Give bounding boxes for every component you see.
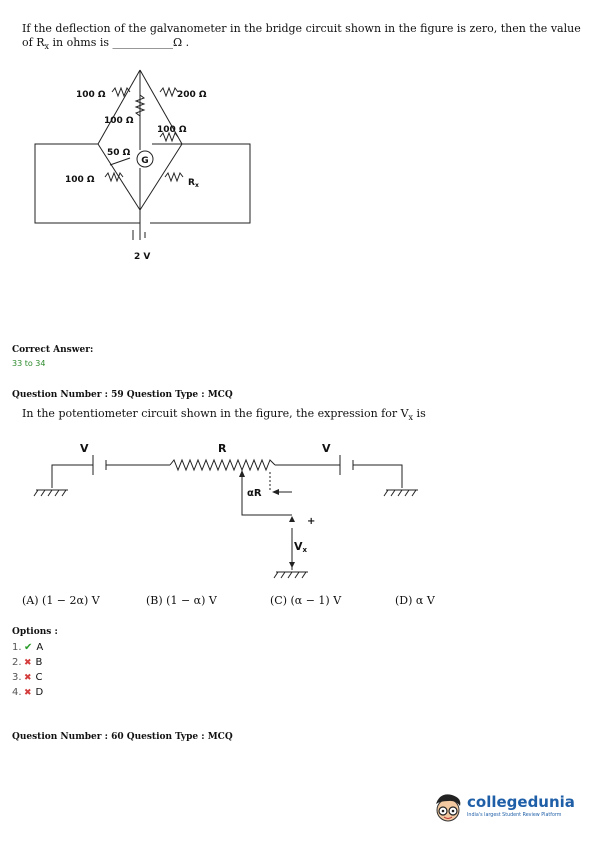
- cross-icon: ✖: [24, 657, 32, 668]
- resistor-label-top-right: 200 Ω: [177, 90, 207, 100]
- correct-answer-value: 33 to 34: [12, 359, 46, 368]
- option-3-letter: C: [35, 672, 43, 683]
- resistor-label-middle: 100 Ω: [157, 125, 187, 135]
- brand-tagline: India's largest Student Review Platform: [467, 813, 562, 818]
- correct-answer-label: Correct Answer:: [12, 345, 94, 355]
- options-list: 1.✔A 2.✖B 3.✖C 4.✖D: [12, 640, 43, 700]
- voltage-label-right: V: [322, 442, 331, 455]
- collegedunia-logo[interactable]: collegedunia India's largest Student Rev…: [430, 790, 580, 830]
- question-58-line1: If the deflection of the galvanometer in…: [22, 22, 581, 35]
- cross-icon: ✖: [24, 687, 32, 698]
- option-2-letter: B: [35, 657, 43, 668]
- cross-icon: ✖: [24, 672, 32, 683]
- alpha-r-arrow: [272, 489, 279, 495]
- option-1-number: 1.: [12, 642, 22, 653]
- vx-subscript: x: [408, 413, 414, 423]
- rx-sub: x: [195, 182, 199, 189]
- battery-label: 2 V: [134, 252, 150, 262]
- answer-blank: ___________: [112, 36, 174, 49]
- option-1-letter: A: [36, 642, 44, 653]
- potentiometer-resistor: [169, 458, 276, 472]
- question-58-text: If the deflection of the galvanometer in…: [22, 22, 582, 54]
- resistor-label-galvanometer: 50 Ω: [107, 148, 131, 158]
- choice-a: (A) (1 − 2α) V: [22, 594, 100, 607]
- choice-d: (D) α V: [395, 594, 435, 607]
- choice-b: (B) (1 − α) V: [146, 594, 217, 607]
- ground-vx: [273, 571, 308, 579]
- resistor-label-r: R: [218, 442, 227, 455]
- question-58-line2-pre: of R: [22, 36, 45, 49]
- galvanometer-label: G: [141, 156, 148, 166]
- rx-letter: R: [188, 178, 195, 188]
- vx-letter: V: [294, 540, 303, 553]
- option-3[interactable]: 3.✖C: [12, 670, 43, 685]
- option-4-letter: D: [35, 687, 44, 698]
- alpha-r-label: αR: [247, 488, 262, 499]
- option-3-number: 3.: [12, 672, 22, 683]
- answer-unit: Ω .: [173, 36, 190, 49]
- voltage-label-left: V: [80, 442, 89, 455]
- option-2-number: 2.: [12, 657, 22, 668]
- brand-name: collegedunia: [467, 793, 575, 811]
- choice-c: (C) (α − 1) V: [270, 594, 342, 607]
- question-60-header: Question Number : 60 Question Type : MCQ: [12, 732, 233, 742]
- question-58-line2-post: in ohms is: [49, 36, 113, 49]
- check-icon: ✔: [24, 642, 33, 653]
- mascot-icon: [436, 794, 461, 822]
- question-59-text-pre: In the potentiometer circuit shown in th…: [22, 407, 409, 420]
- wiper-arrow: [239, 470, 245, 477]
- question-59-header: Question Number : 59 Question Type : MCQ: [12, 390, 233, 400]
- resistor-label-top-left: 100 Ω: [76, 90, 106, 100]
- options-label: Options :: [12, 627, 58, 637]
- resistor-label-bottom-left: 100 Ω: [65, 175, 95, 185]
- rx-subscript: x: [44, 42, 49, 52]
- question-59-text: In the potentiometer circuit shown in th…: [22, 407, 426, 425]
- question-59-text-post: is: [413, 407, 426, 420]
- option-4[interactable]: 4.✖D: [12, 685, 43, 700]
- resistor-label-top-vertical: 100 Ω: [104, 116, 134, 126]
- resistor-label-rx: Rx: [188, 178, 199, 189]
- option-4-number: 4.: [12, 687, 22, 698]
- option-1[interactable]: 1.✔A: [12, 640, 43, 655]
- plus-label: +: [307, 516, 315, 527]
- vx-label: Vx: [294, 540, 308, 554]
- ground-right: [383, 489, 418, 497]
- galvanometer-symbol: [136, 150, 154, 168]
- vx-sub: x: [303, 546, 308, 554]
- option-2[interactable]: 2.✖B: [12, 655, 43, 670]
- ground-left: [33, 489, 68, 497]
